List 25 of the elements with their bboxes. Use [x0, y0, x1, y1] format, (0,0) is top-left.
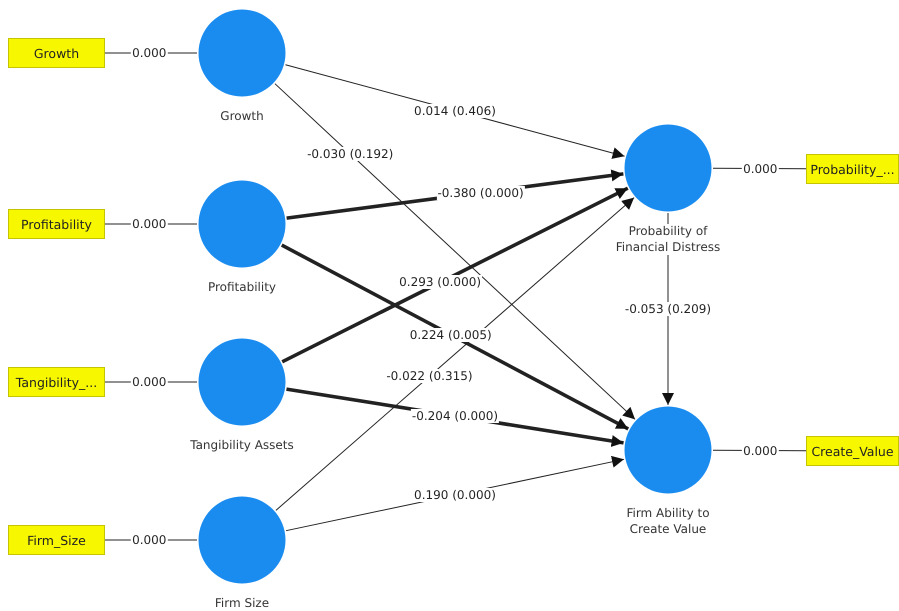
indicator-box: Tangibility_...	[8, 367, 105, 397]
path-arrow	[274, 83, 636, 420]
indicator-box: Probability_...	[806, 154, 899, 184]
edge-label: 0.190 (0.000)	[413, 488, 497, 502]
edge-label: 0.000	[131, 533, 168, 547]
edge-label: -0.380 (0.000)	[436, 186, 525, 200]
edge-label: 0.000	[131, 46, 168, 60]
edge-label: -0.204 (0.000)	[410, 409, 500, 423]
indicator-box: Create_Value	[806, 436, 899, 466]
indicator-box: Firm_Size	[8, 525, 105, 555]
edge-label: 0.000	[131, 375, 168, 389]
path-arrow	[281, 186, 629, 364]
edge-label: -0.030 (0.192)	[306, 146, 394, 161]
edge-label: 0.224 (0.005)	[408, 328, 493, 342]
path-arrow	[280, 244, 630, 430]
edge-label: 0.000	[742, 444, 778, 458]
edge-label: 0.000	[131, 217, 168, 231]
edge-label: -0.053 (0.209)	[624, 302, 712, 316]
path-arrow	[275, 197, 635, 511]
indicator-box: Growth	[8, 38, 105, 68]
edge-label: 0.000	[742, 162, 778, 176]
edge-label: 0.014 (0.406)	[413, 104, 497, 118]
edge-label: -0.022 (0.315)	[385, 369, 474, 384]
indicator-box: Profitability	[8, 209, 105, 239]
edge-label: 0.293 (0.000)	[398, 275, 482, 290]
